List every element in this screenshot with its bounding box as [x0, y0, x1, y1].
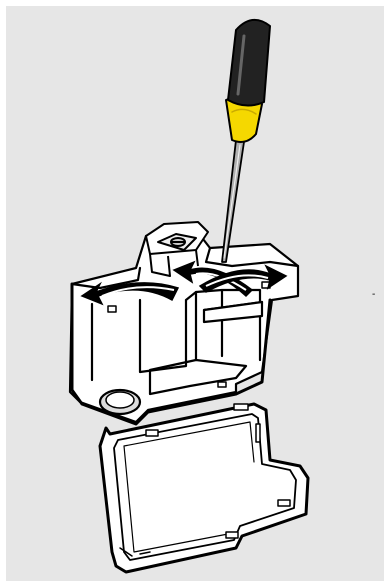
box-back-wall — [70, 230, 298, 422]
junction-box-base — [70, 230, 298, 424]
screwdriver-shaft — [222, 140, 244, 262]
cover-tab-top — [234, 404, 248, 410]
box-slot-left — [108, 306, 116, 312]
cover-tab-left — [146, 430, 158, 436]
cover-slot — [256, 424, 260, 442]
box-slot-bottom — [218, 382, 226, 387]
screwdriver-handle — [228, 20, 270, 106]
cover-plate — [100, 404, 308, 572]
screwdriver — [222, 20, 270, 262]
stray-mark: - — [372, 290, 375, 300]
cover-tab-bottom — [226, 532, 238, 538]
cover-tab-right — [278, 500, 290, 506]
